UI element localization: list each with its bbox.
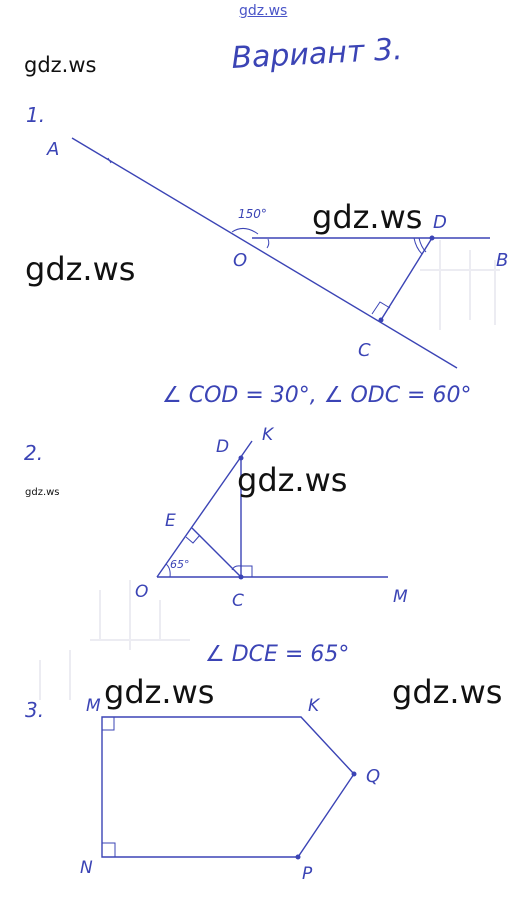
problem-2: 2. D K E O C M 65° ∠ DCE = 65° [24, 425, 408, 667]
ray-ok [156, 440, 253, 578]
problem-2-number: 2. [24, 441, 43, 465]
variant-title: Вариант 3. [231, 32, 404, 76]
label-b: B [496, 250, 508, 271]
label-m-3: M [86, 696, 101, 716]
label-n: N [80, 858, 93, 878]
right-angle-mark-c2 [241, 565, 253, 577]
line-ac [71, 137, 458, 369]
watermark-top: gdz.ws [239, 3, 288, 19]
label-a: A [46, 139, 59, 160]
watermark-5: gdz.ws [392, 673, 503, 711]
label-o: O [233, 250, 247, 271]
pentagon-mkqpn [101, 716, 355, 858]
problem-3-number: 3. [25, 698, 44, 722]
watermark-3: gdz.ws [237, 461, 348, 499]
label-p: P [302, 864, 313, 884]
point-d-2 [238, 455, 244, 461]
faint-grid-marks [39, 240, 500, 700]
angle-arc-65 [165, 563, 171, 578]
right-angle-mark-e [185, 534, 201, 544]
problem-1-answer: ∠ COD = 30°, ∠ ODC = 60° [162, 383, 471, 408]
segment-dc [380, 237, 433, 321]
label-m: M [393, 587, 408, 607]
angle-arc-150 [231, 228, 259, 235]
watermark-header: gdz.ws [24, 53, 97, 77]
angle-label-150: 150° [238, 207, 267, 221]
problem-1-number: 1. [26, 103, 45, 127]
point-c-2 [238, 574, 244, 580]
label-e: E [165, 511, 176, 531]
label-o-2: O [135, 582, 148, 602]
label-c-2: C [232, 591, 244, 611]
label-c: C [358, 340, 371, 361]
angle-arc-cod [266, 238, 270, 249]
point-c [378, 317, 384, 323]
angle-label-65: 65° [170, 558, 190, 571]
right-angle-mark-c [371, 301, 391, 315]
point-d [429, 235, 435, 241]
right-angle-mark-n [102, 842, 116, 857]
point-p [295, 854, 301, 860]
label-k: K [262, 425, 275, 445]
watermark-4: gdz.ws [104, 673, 215, 711]
label-d-2: D [216, 437, 229, 457]
tick-mark [107, 157, 112, 164]
watermark-2: gdz.ws [25, 250, 136, 288]
right-angle-mark-m [102, 717, 115, 731]
point-q [351, 771, 357, 777]
label-q: Q [366, 766, 380, 787]
watermark-1: gdz.ws [312, 198, 423, 236]
watermark-small: gdz.ws [25, 487, 60, 498]
problem-2-answer: ∠ DCE = 65° [205, 642, 349, 667]
angle-arc-dce [231, 565, 242, 571]
problem-1: 1. A O D B C 150° ∠ COD = 30°, ∠ ODC = 6… [26, 103, 508, 408]
problem-3: 3. M K Q N P [25, 696, 380, 884]
angle-arc-odc [413, 237, 427, 255]
label-k-3: K [308, 696, 321, 716]
label-d: D [433, 212, 447, 233]
